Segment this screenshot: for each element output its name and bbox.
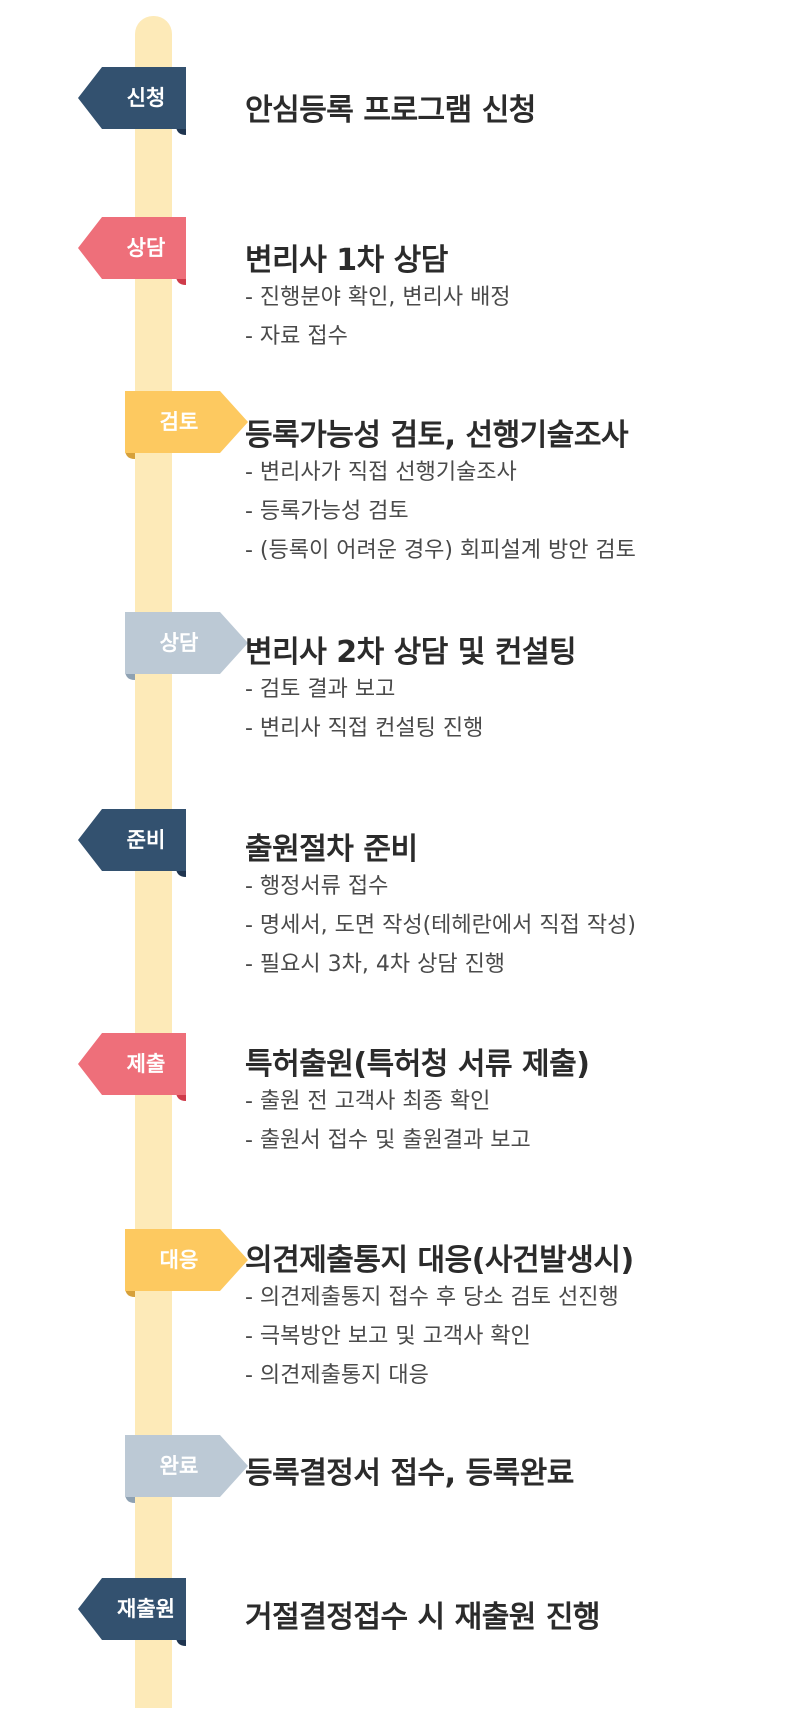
step-title: 안심등록 프로그램 신청 (245, 93, 536, 128)
step-detail-item: - 극복방안 보고 및 고객사 확인 (245, 1324, 531, 1349)
step-detail-item: - 행정서류 접수 (245, 874, 389, 899)
step-detail-item: - 진행분야 확인, 변리사 배정 (245, 285, 511, 310)
step-detail-item: - 의견제출통지 접수 후 당소 검토 선진행 (245, 1285, 619, 1310)
step-detail-item: - 의견제출통지 대응 (245, 1363, 429, 1388)
step-detail-item: - 자료 접수 (245, 324, 348, 349)
tag-ribbon-icon (125, 1229, 248, 1297)
step-detail-item: - 등록가능성 검토 (245, 499, 409, 524)
step-tag-label: 검토 (159, 410, 199, 434)
step-details: - 출원 전 고객사 최종 확인 - 출원서 접수 및 출원결과 보고 (245, 1082, 531, 1160)
step-title: 등록결정서 접수, 등록완료 (245, 1456, 574, 1491)
step-title: 의견제출통지 대응(사건발생시) (245, 1243, 634, 1278)
step-tag: 상담 (78, 217, 201, 285)
step-title: 등록가능성 검토, 선행기술조사 (245, 418, 629, 453)
step-tag-label: 재출원 (117, 1597, 175, 1621)
step-tag: 재출원 (78, 1578, 201, 1646)
step-tag-label: 준비 (126, 828, 166, 852)
step-tag-label: 대응 (159, 1248, 199, 1272)
step-title: 변리사 1차 상담 (245, 243, 448, 278)
step-tag: 검토 (125, 391, 248, 459)
step-detail-item: - (등록이 어려운 경우) 회피설계 방안 검토 (245, 538, 636, 563)
step-tag-label: 신청 (126, 86, 166, 110)
tag-ribbon-icon (125, 612, 248, 680)
step-details: - 의견제출통지 접수 후 당소 검토 선진행 - 극복방안 보고 및 고객사 확… (245, 1278, 619, 1395)
step-detail-item: - 출원 전 고객사 최종 확인 (245, 1089, 491, 1114)
step-title: 거절결정접수 시 재출원 진행 (245, 1600, 601, 1635)
step-detail-item: - 출원서 접수 및 출원결과 보고 (245, 1128, 531, 1153)
tag-ribbon-icon (78, 1578, 186, 1646)
tag-ribbon-icon (78, 809, 186, 877)
step-tag: 신청 (78, 67, 201, 135)
step-detail-item: - 필요시 3차, 4차 상담 진행 (245, 952, 506, 977)
step-tag-label: 완료 (159, 1454, 199, 1478)
step-tag: 상담 (125, 612, 248, 680)
step-title: 특허출원(특허청 서류 제출) (245, 1047, 590, 1082)
tag-ribbon-icon (78, 217, 186, 285)
step-title: 출원절차 준비 (245, 832, 418, 867)
step-details: - 변리사가 직접 선행기술조사 - 등록가능성 검토 - (등록이 어려운 경우)… (245, 453, 636, 570)
step-details: - 행정서류 접수 - 명세서, 도면 작성(테헤란에서 직접 작성) - 필요시 … (245, 867, 636, 984)
tag-ribbon-icon (78, 1033, 186, 1101)
step-tag: 제출 (78, 1033, 201, 1101)
step-tag-label: 상담 (159, 631, 199, 655)
step-detail-item: - 변리사 직접 컨설팅 진행 (245, 716, 484, 741)
step-tag-label: 상담 (126, 236, 166, 260)
step-detail-item: - 검토 결과 보고 (245, 677, 396, 702)
tag-ribbon-icon (125, 1435, 248, 1503)
step-tag: 대응 (125, 1229, 248, 1297)
step-tag: 완료 (125, 1435, 248, 1503)
step-title: 변리사 2차 상담 및 컨설팅 (245, 635, 577, 670)
step-tag-label: 제출 (126, 1052, 166, 1076)
step-details: - 검토 결과 보고 - 변리사 직접 컨설팅 진행 (245, 670, 483, 748)
tag-ribbon-icon (78, 67, 186, 135)
tag-ribbon-icon (125, 391, 248, 459)
step-tag: 준비 (78, 809, 201, 877)
step-detail-item: - 변리사가 직접 선행기술조사 (245, 460, 517, 485)
step-details: - 진행분야 확인, 변리사 배정 - 자료 접수 (245, 278, 511, 356)
step-detail-item: - 명세서, 도면 작성(테헤란에서 직접 작성) (245, 913, 636, 938)
